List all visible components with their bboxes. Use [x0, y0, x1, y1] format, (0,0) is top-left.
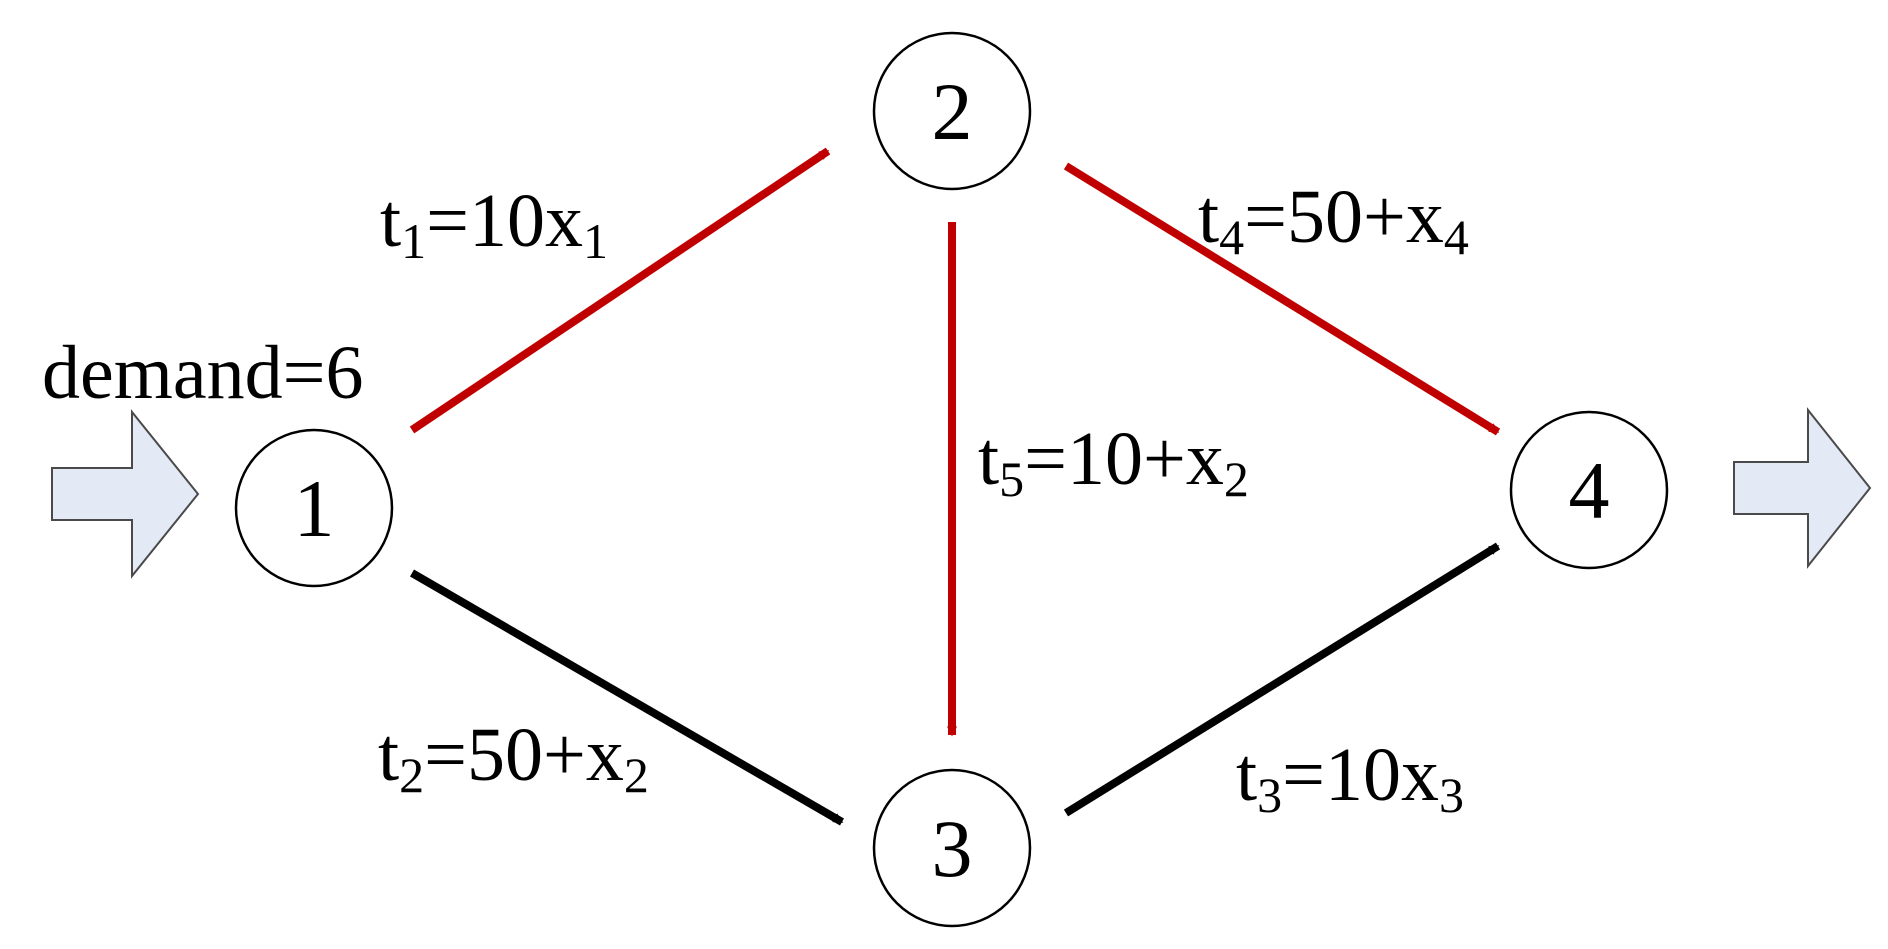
node-3: 3: [872, 768, 1032, 928]
edge-1-2: [409, 147, 831, 434]
edge-3-4: [1063, 542, 1501, 817]
edge-label-t5: t5=10+x2: [978, 417, 1249, 507]
output-arrow: [1733, 407, 1872, 569]
edge-label-t1: t1=10x1: [380, 179, 608, 269]
input-arrow: [51, 409, 200, 579]
edge-2-4: [1063, 162, 1501, 436]
node-1: 1: [234, 428, 394, 588]
edge-label-t3: t3=10x3: [1236, 733, 1464, 823]
demand-label: demand=6: [42, 331, 363, 415]
node-2: 2: [872, 31, 1032, 191]
node-2-label: 2: [932, 66, 973, 157]
node-1-label: 1: [294, 463, 335, 554]
edge-1-3: [409, 569, 845, 826]
edge-label-t4: t4=50+x4: [1198, 175, 1469, 265]
node-4: 4: [1509, 410, 1669, 570]
node-4-label: 4: [1569, 445, 1610, 536]
node-3-label: 3: [932, 803, 973, 894]
edge-label-t2: t2=50+x2: [378, 713, 649, 803]
